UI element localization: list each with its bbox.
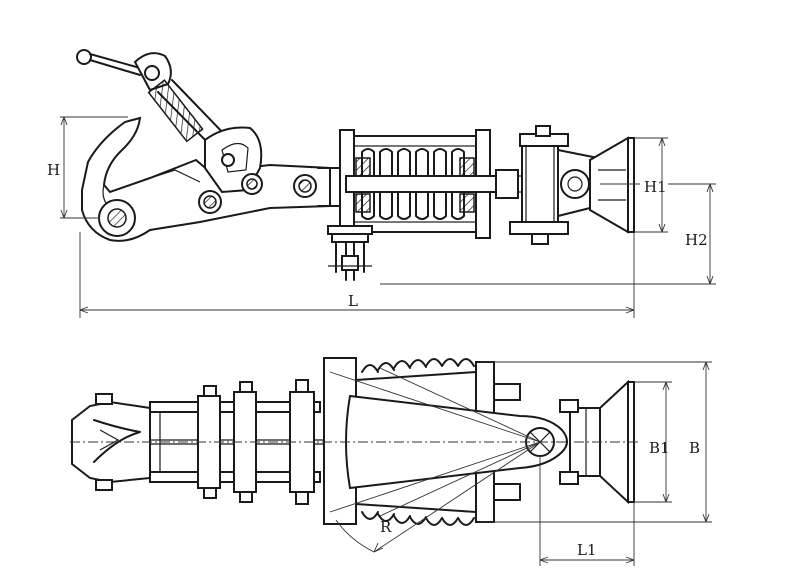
dimension-L1: L1 bbox=[539, 456, 635, 566]
label-B1: B1 bbox=[649, 439, 670, 457]
mounting-bracket bbox=[589, 136, 635, 234]
dimension-R: R bbox=[335, 441, 541, 553]
lower-clevis bbox=[327, 225, 373, 281]
dimension-B: B bbox=[480, 361, 712, 523]
label-L: L bbox=[348, 292, 358, 310]
rear-yoke bbox=[509, 125, 599, 245]
plan-view: R L1 B1 B bbox=[70, 357, 712, 566]
compression-spring bbox=[361, 148, 465, 220]
dimension-H2: H2 bbox=[380, 183, 716, 285]
plan-compression-spring bbox=[361, 358, 475, 526]
label-L1: L1 bbox=[577, 541, 597, 559]
label-R: R bbox=[380, 518, 392, 536]
dimension-H1: H1 bbox=[600, 137, 668, 233]
release-lever bbox=[76, 49, 263, 195]
dimension-B1: B1 bbox=[634, 381, 672, 503]
spring-housing bbox=[339, 129, 527, 239]
label-H2: H2 bbox=[685, 231, 708, 249]
dimension-L: L bbox=[79, 232, 635, 318]
dimension-H: H bbox=[47, 116, 128, 219]
label-H1: H1 bbox=[644, 178, 667, 196]
hook-body bbox=[81, 116, 331, 242]
draw-bar bbox=[317, 167, 341, 207]
plan-spring-housing bbox=[323, 357, 568, 526]
label-B: B bbox=[689, 439, 700, 457]
side-elevation-view: H L H1 H2 bbox=[47, 49, 716, 318]
label-H: H bbox=[47, 161, 60, 179]
